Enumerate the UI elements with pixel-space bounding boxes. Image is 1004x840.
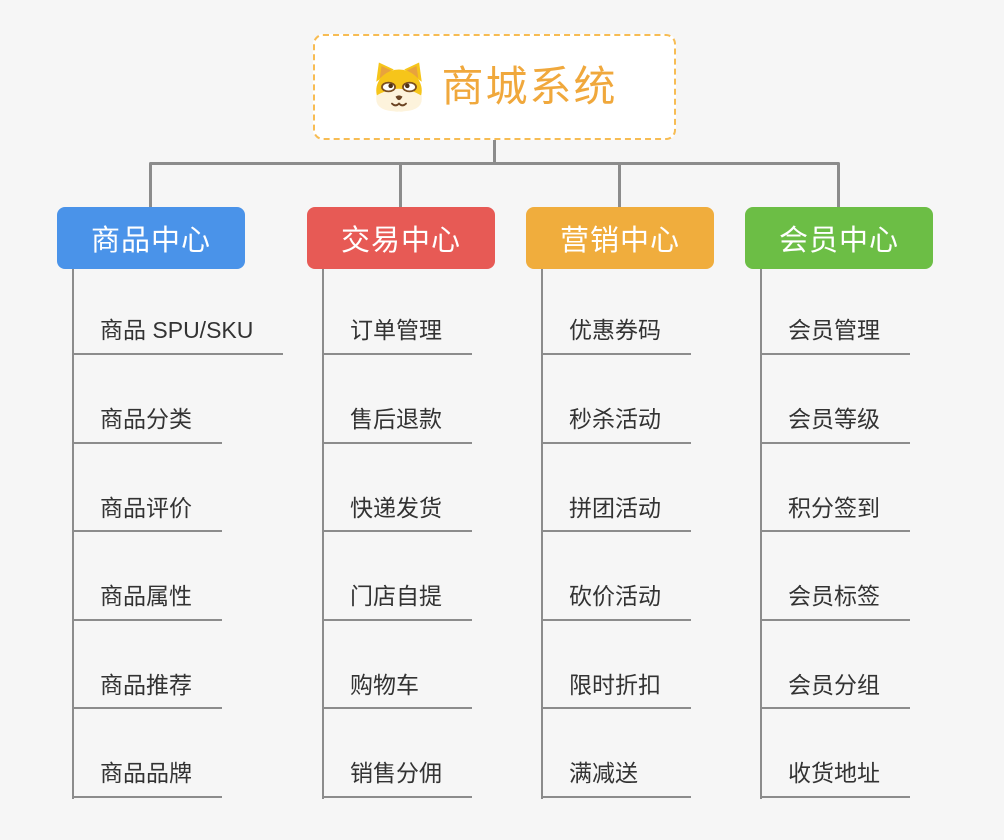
branch-node-member-center[interactable]: 会员中心 xyxy=(745,207,933,269)
leaf-label: 商品分类 xyxy=(100,406,192,432)
leaf-label: 门店自提 xyxy=(350,583,442,610)
root-node[interactable]: 商城系统 xyxy=(313,34,676,140)
branch-node-trade-center[interactable]: 交易中心 xyxy=(307,207,495,269)
leaf-topic[interactable]: 会员分组 xyxy=(760,621,910,710)
leaf-topic[interactable]: 拼团活动 xyxy=(541,444,691,533)
leaf-topic[interactable]: 收货地址 xyxy=(760,709,910,798)
leaf-label: 购物车 xyxy=(350,671,419,698)
leaf-label: 会员标签 xyxy=(788,583,880,610)
leaf-topic[interactable]: 商品属性 xyxy=(72,532,222,621)
connector-root-drop xyxy=(493,140,496,164)
leaf-label: 会员等级 xyxy=(788,406,880,432)
branch-member-center: 会员中心 会员管理 会员等级 积分签到 会员标签 会员分组 收货地址 xyxy=(745,207,985,799)
branch-trade-center: 交易中心 订单管理 售后退款 快递发货 门店自提 购物车 销售分佣 xyxy=(307,207,547,799)
leaf-topic[interactable]: 商品评价 xyxy=(72,444,222,533)
leaf-label: 商品 SPU/SKU xyxy=(100,317,254,344)
leaf-topic[interactable]: 商品品牌 xyxy=(72,709,222,798)
connector-drop-product xyxy=(149,164,152,208)
branch-trunk-line xyxy=(760,269,762,799)
leaf-label: 优惠券码 xyxy=(569,317,661,344)
leaf-topic[interactable]: 会员标签 xyxy=(760,532,910,621)
connector-drop-member xyxy=(837,164,840,208)
leaf-topic[interactable]: 限时折扣 xyxy=(541,621,691,710)
branch-node-marketing-center[interactable]: 营销中心 xyxy=(526,207,714,269)
leaf-topic[interactable]: 售后退款 xyxy=(322,355,472,444)
root-title: 商城系统 xyxy=(441,63,618,110)
leaf-label: 限时折扣 xyxy=(569,671,661,698)
leaf-topic[interactable]: 订单管理 xyxy=(322,269,472,355)
branch-trunk-line xyxy=(541,269,543,799)
branch-leaves: 优惠券码 秒杀活动 拼团活动 砍价活动 限时折扣 满减送 xyxy=(541,269,691,798)
leaf-label: 秒杀活动 xyxy=(569,406,661,432)
branch-trunk-line xyxy=(322,269,324,799)
leaf-topic[interactable]: 会员管理 xyxy=(760,269,910,355)
leaf-topic[interactable]: 商品 SPU/SKU xyxy=(72,269,284,355)
leaf-topic[interactable]: 积分签到 xyxy=(760,444,910,533)
leaf-label: 销售分佣 xyxy=(350,760,442,787)
leaf-label: 订单管理 xyxy=(350,317,442,344)
leaf-label: 快递发货 xyxy=(350,494,442,521)
shiba-dog-icon xyxy=(376,62,423,112)
leaf-topic[interactable]: 销售分佣 xyxy=(322,709,472,798)
connector-drop-marketing xyxy=(618,164,621,208)
leaf-label: 砍价活动 xyxy=(569,583,661,610)
connector-drop-trade xyxy=(399,164,402,208)
leaf-topic[interactable]: 秒杀活动 xyxy=(541,355,691,444)
leaf-label: 满减送 xyxy=(569,760,638,787)
branch-product-center: 商品中心 商品 SPU/SKU 商品分类 商品评价 商品属性 商品推荐 商品品牌 xyxy=(57,207,297,799)
branch-marketing-center: 营销中心 优惠券码 秒杀活动 拼团活动 砍价活动 限时折扣 满减送 xyxy=(526,207,766,799)
leaf-topic[interactable]: 砍价活动 xyxy=(541,532,691,621)
leaf-topic[interactable]: 门店自提 xyxy=(322,532,472,621)
leaf-topic[interactable]: 商品分类 xyxy=(72,355,222,444)
leaf-topic[interactable]: 购物车 xyxy=(322,621,472,710)
leaf-topic[interactable]: 优惠券码 xyxy=(541,269,691,355)
leaf-label: 商品推荐 xyxy=(100,671,192,698)
branch-trunk-line xyxy=(72,269,74,799)
leaf-topic[interactable]: 商品推荐 xyxy=(72,621,222,710)
branch-leaves: 会员管理 会员等级 积分签到 会员标签 会员分组 收货地址 xyxy=(760,269,910,798)
leaf-topic[interactable]: 快递发货 xyxy=(322,444,472,533)
leaf-label: 会员分组 xyxy=(788,671,880,698)
leaf-label: 商品属性 xyxy=(100,583,192,610)
branch-leaves: 订单管理 售后退款 快递发货 门店自提 购物车 销售分佣 xyxy=(322,269,472,798)
leaf-topic[interactable]: 会员等级 xyxy=(760,355,910,444)
leaf-label: 商品评价 xyxy=(100,494,192,521)
connector-bus xyxy=(149,162,840,165)
leaf-label: 商品品牌 xyxy=(100,760,192,787)
leaf-topic[interactable]: 满减送 xyxy=(541,709,691,798)
leaf-label: 拼团活动 xyxy=(569,494,661,521)
leaf-label: 收货地址 xyxy=(788,760,880,787)
branch-leaves: 商品 SPU/SKU 商品分类 商品评价 商品属性 商品推荐 商品品牌 xyxy=(72,269,284,798)
leaf-label: 积分签到 xyxy=(788,494,880,521)
leaf-label: 售后退款 xyxy=(350,406,442,432)
branch-node-product-center[interactable]: 商品中心 xyxy=(57,207,245,269)
leaf-label: 会员管理 xyxy=(788,317,880,344)
